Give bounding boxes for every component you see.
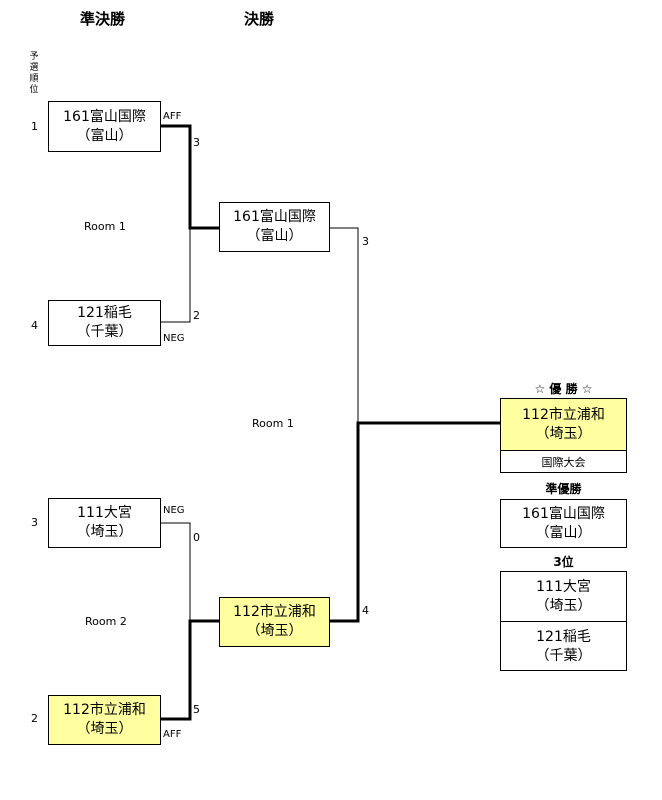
team-name: 112市立浦和 — [522, 406, 605, 423]
sf1-winner-line — [161, 124, 219, 230]
third-place-team: 111大宮 （埼玉） — [501, 572, 626, 622]
score: 3 — [193, 136, 200, 149]
final-loser-line — [330, 227, 359, 423]
room-label: Room 1 — [252, 417, 294, 430]
side-label: AFF — [163, 111, 182, 122]
team-prefecture: （埼玉） — [76, 721, 133, 737]
team-prefecture: （埼玉） — [535, 597, 592, 614]
seed-number: 3 — [31, 516, 38, 529]
team-name: 111大宮 — [77, 505, 132, 521]
side-label: NEG — [163, 505, 185, 516]
score: 2 — [193, 309, 200, 322]
score: 4 — [362, 604, 369, 617]
team-prefecture: （千葉） — [76, 324, 133, 340]
team-name: 111大宮 — [536, 578, 591, 595]
champion-team: 112市立浦和 （埼玉） — [501, 399, 626, 451]
team-name: 112市立浦和 — [63, 702, 146, 718]
score: 5 — [193, 703, 200, 716]
runner-up-box: 161富山国際 （富山） — [500, 499, 627, 548]
champion-note: 国際大会 — [541, 456, 586, 469]
team-prefecture: （富山） — [246, 228, 303, 244]
third-place-team: 121稲毛 （千葉） — [501, 622, 626, 671]
seed-column-label: 予 選 順 位 — [29, 52, 39, 95]
team-box-winner: 112市立浦和 （埼玉） — [48, 695, 161, 745]
score: 0 — [193, 531, 200, 544]
sf2-loser-line — [161, 522, 191, 621]
team-name: 121稲毛 — [77, 305, 132, 321]
team-box: 111大宮 （埼玉） — [48, 498, 161, 548]
room-label: Room 1 — [84, 220, 126, 233]
team-name: 161富山国際 — [233, 209, 316, 225]
team-box: 161富山国際 （富山） — [219, 202, 330, 252]
score: 3 — [362, 235, 369, 248]
team-name: 121稲毛 — [536, 628, 591, 645]
side-label: NEG — [163, 333, 185, 344]
room-label: Room 2 — [85, 615, 127, 628]
semifinal-header: 準決勝 — [80, 10, 126, 28]
third-place-label: 3位 — [553, 555, 574, 569]
team-prefecture: （千葉） — [535, 647, 592, 664]
team-box: 121稲毛 （千葉） — [48, 300, 161, 346]
champion-box: 112市立浦和 （埼玉） 国際大会 — [500, 398, 627, 473]
third-place-box: 111大宮 （埼玉） 121稲毛 （千葉） — [500, 571, 627, 671]
sf1-loser-line — [161, 228, 191, 323]
seed-number: 2 — [31, 712, 38, 725]
champion-label: ☆ 優 勝 ☆ — [534, 382, 593, 396]
team-name: 161富山国際 — [63, 108, 146, 125]
seed-number: 1 — [31, 120, 38, 133]
sf2-winner-line — [161, 619, 219, 721]
runner-up-label: 準優勝 — [545, 482, 582, 496]
team-prefecture: （埼玉） — [246, 623, 303, 639]
team-prefecture: （富山） — [76, 127, 133, 144]
team-box-winner: 112市立浦和 （埼玉） — [219, 597, 330, 647]
team-name: 161富山国際 — [522, 505, 605, 522]
final-header: 決勝 — [244, 10, 275, 28]
team-name: 112市立浦和 — [233, 604, 316, 620]
team-box: 161富山国際 （富山） — [48, 101, 161, 152]
team-prefecture: （埼玉） — [535, 425, 592, 442]
final-winner-line — [330, 421, 500, 623]
side-label: AFF — [163, 729, 182, 740]
seed-number: 4 — [31, 319, 38, 332]
team-prefecture: （富山） — [535, 524, 592, 541]
team-prefecture: （埼玉） — [76, 524, 133, 540]
